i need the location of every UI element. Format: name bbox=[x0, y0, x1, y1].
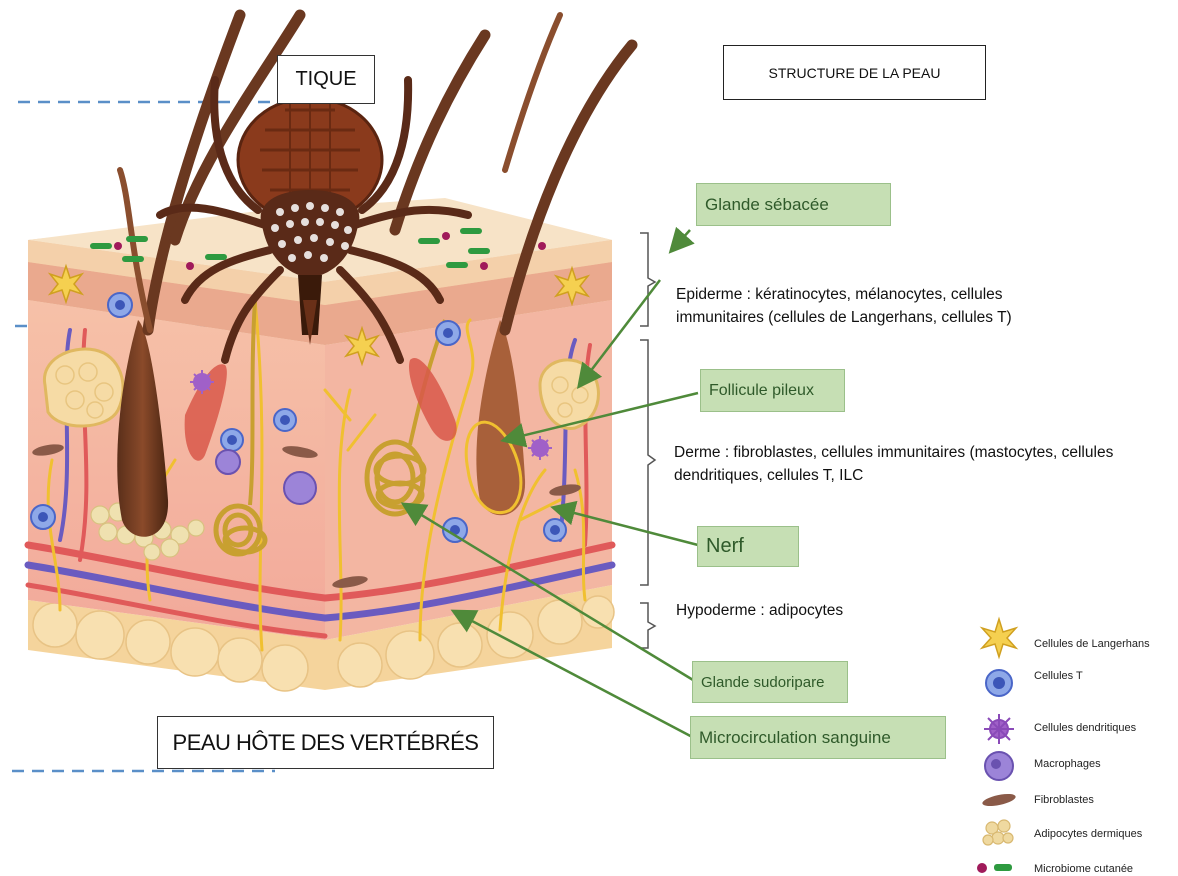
callout-hair-follicle: Follicule pileux bbox=[700, 369, 845, 412]
legend-label-macrophages: Macrophages bbox=[1034, 758, 1101, 770]
hypodermis-description: Hypoderme : adipocytes bbox=[676, 599, 976, 622]
epidermis-description: Epiderme : kératinocytes, mélanocytes, c… bbox=[676, 283, 1076, 329]
legend-label-adipocytes: Adipocytes dermiques bbox=[1034, 828, 1142, 840]
host-skin-label: PEAU HÔTE DES VERTÉBRÉS bbox=[157, 716, 494, 769]
legend-label-dendritic: Cellules dendritiques bbox=[1034, 722, 1136, 734]
legend-label-langerhans: Cellules de Langerhans bbox=[1034, 638, 1150, 650]
langerhans-cell-icon bbox=[982, 619, 1016, 657]
legend-label-microbiome: Microbiome cutanée bbox=[1034, 863, 1133, 875]
legend-label-fibroblasts: Fibroblastes bbox=[1034, 794, 1094, 806]
fibroblast-icon bbox=[981, 792, 1016, 809]
callout-microcirculation: Microcirculation sanguine bbox=[690, 716, 946, 759]
diagram-title: STRUCTURE DE LA PEAU bbox=[723, 45, 986, 100]
callout-sebaceous-gland: Glande sébacée bbox=[696, 183, 891, 226]
t-cell-icon bbox=[986, 670, 1012, 696]
callout-nerve: Nerf bbox=[697, 526, 799, 567]
macrophage-icon bbox=[985, 752, 1013, 780]
legend-label-t-cells: Cellules T bbox=[1034, 670, 1083, 682]
callout-sweat-gland: Glande sudoripare bbox=[692, 661, 848, 703]
dendritic-cell-icon bbox=[984, 714, 1014, 744]
tick-label: TIQUE bbox=[277, 55, 375, 104]
dermis-description: Derme : fibroblastes, cellules immunitai… bbox=[674, 441, 1164, 487]
adipocyte-icon bbox=[983, 820, 1013, 845]
microbiome-icon bbox=[977, 863, 1012, 873]
legend-icons bbox=[977, 619, 1017, 873]
